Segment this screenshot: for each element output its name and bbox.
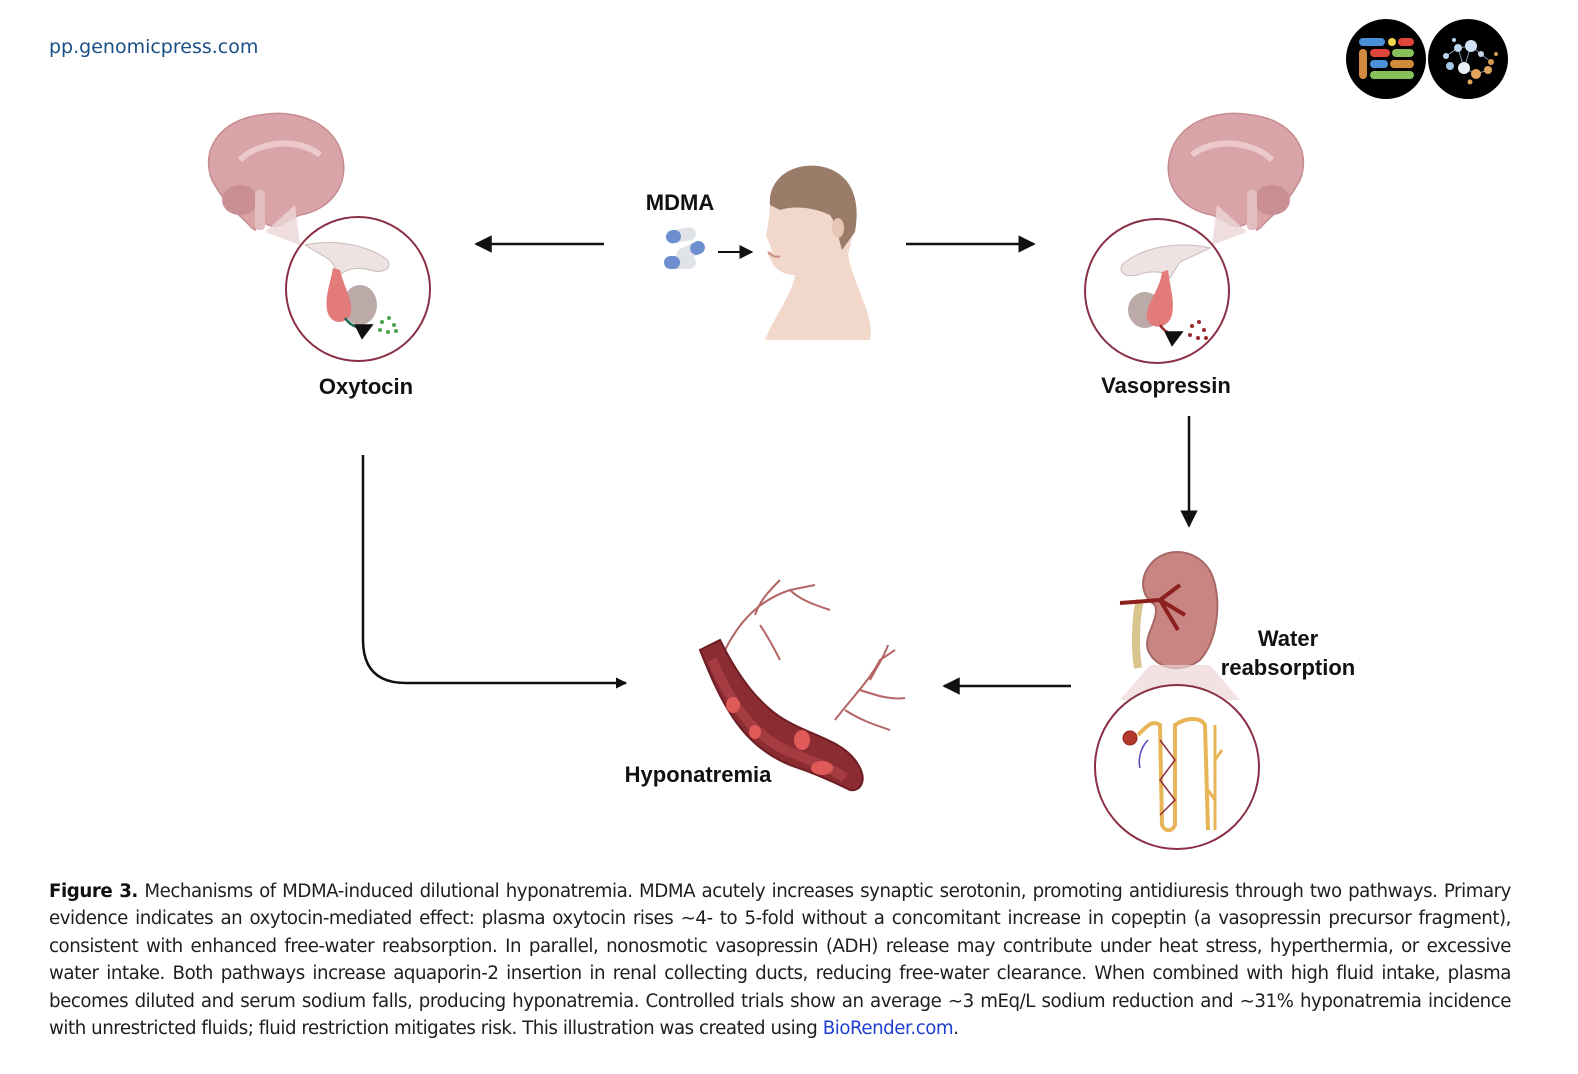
brain-pituitary-posterior-icon (207, 112, 431, 362)
oxytocin-label: Oxytocin (319, 374, 413, 399)
brain-pituitary-icon (1084, 112, 1305, 364)
blood-vessel-icon (698, 579, 906, 792)
genomic-press-bars-logo (1346, 19, 1426, 99)
oxytocin-to-hyponatremia-arrow (361, 455, 628, 689)
site-url[interactable]: pp.genomicpress.com (49, 36, 259, 58)
brain-network-logo (1428, 19, 1508, 99)
pills-icon (664, 227, 705, 269)
biorender-link[interactable]: BioRender.com (822, 1018, 954, 1040)
hyponatremia-label: Hyponatremia (625, 762, 772, 787)
water-label: Water (1258, 626, 1319, 651)
vasopressin-label: Vasopressin (1101, 373, 1231, 398)
caption-text: Mechanisms of MDMA-induced dilutional hy… (49, 881, 1511, 1040)
mdma-label: MDMA (646, 190, 715, 215)
kidney-nephron-icon (1094, 551, 1260, 850)
journal-logos (1346, 19, 1508, 99)
mdma-hyponatremia-diagram: Oxytocin MDMA Vasopressin (207, 112, 1355, 850)
reabsorption-label: reabsorption (1221, 655, 1355, 680)
figure-number: Figure 3. (49, 881, 138, 902)
human-head-profile-icon (765, 165, 871, 340)
caption-period: . (953, 1018, 959, 1040)
figure-caption: Figure 3. Mechanisms of MDMA-induced dil… (49, 878, 1511, 1042)
